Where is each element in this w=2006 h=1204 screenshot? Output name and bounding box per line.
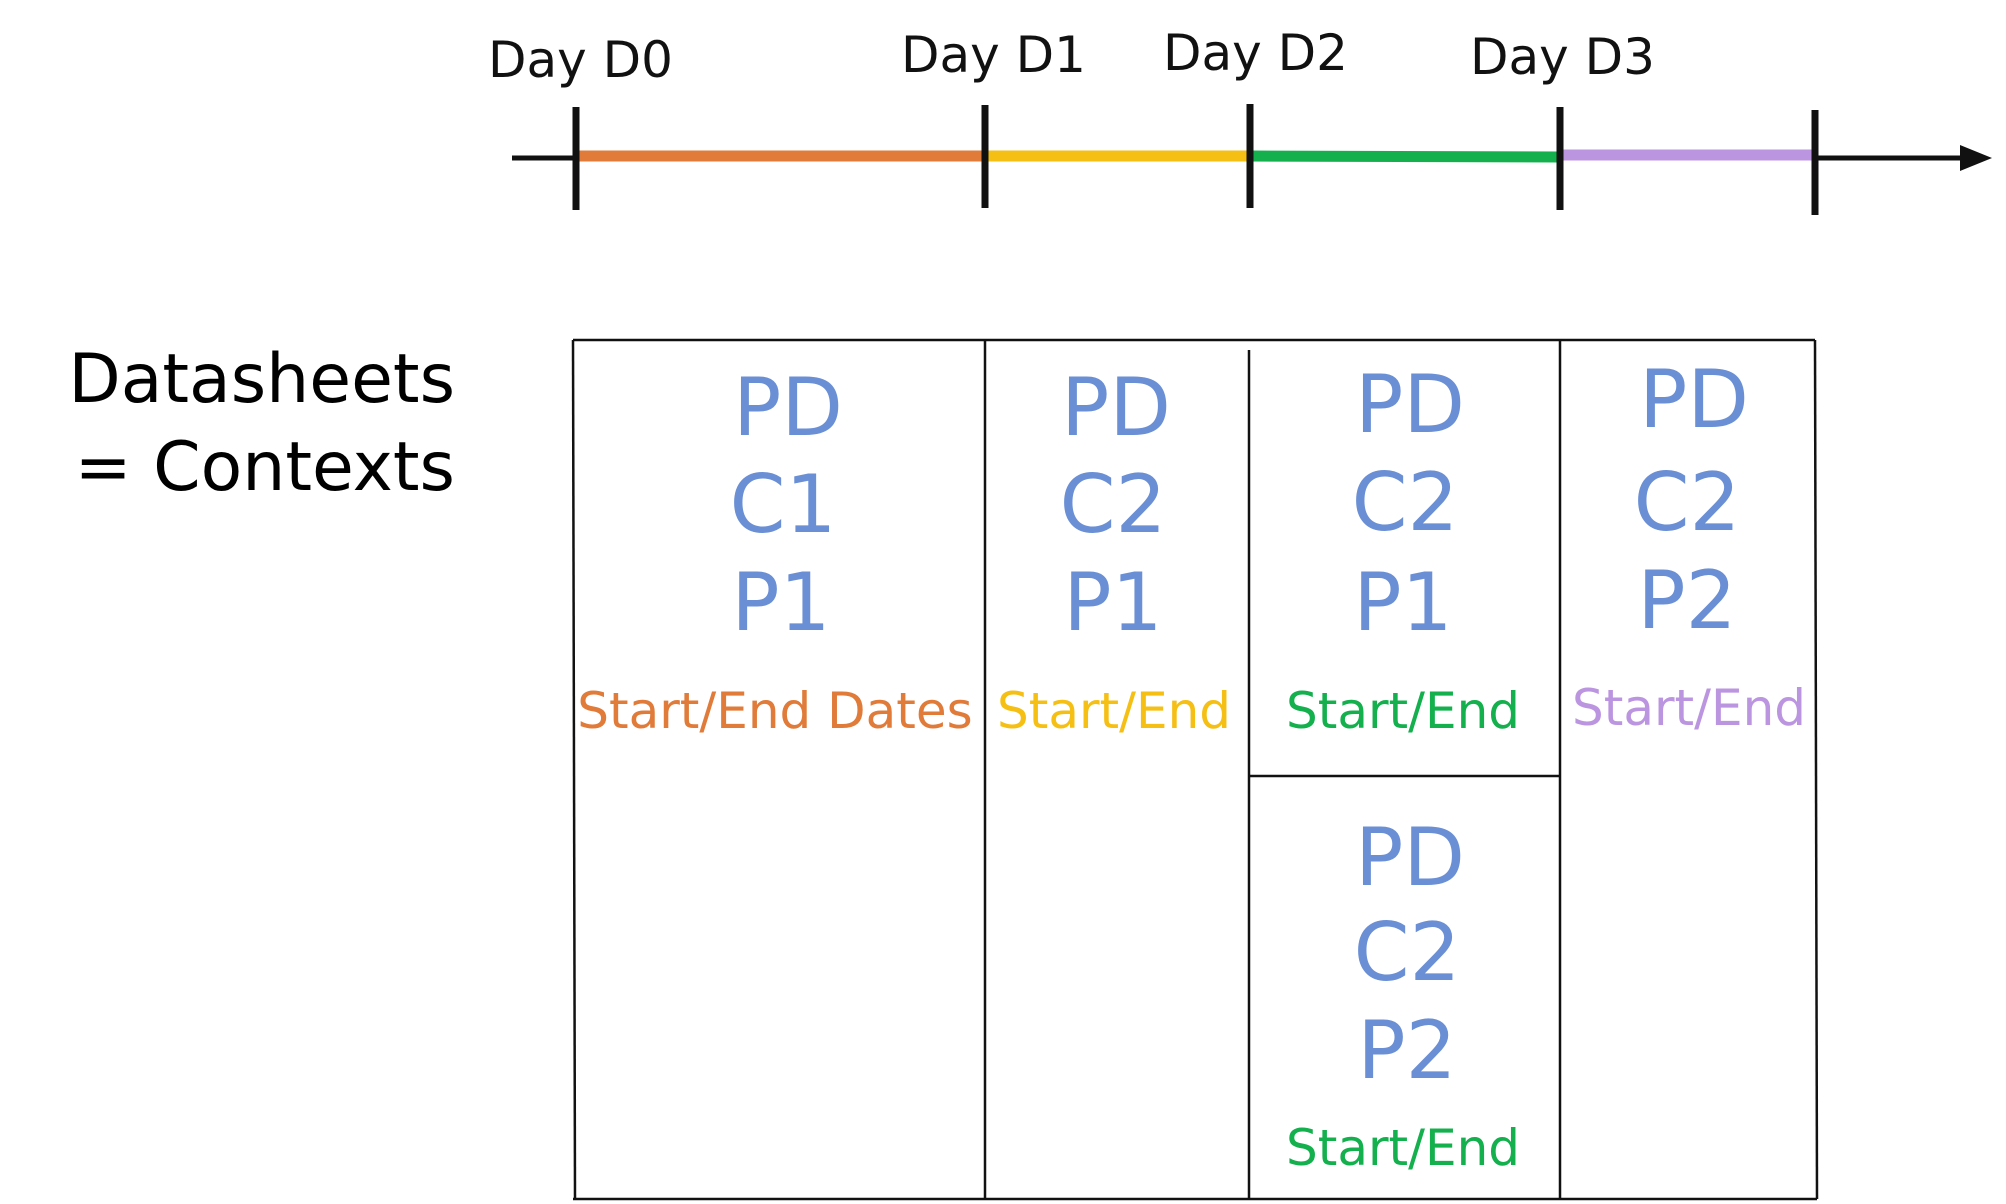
- context-2-line2: C2: [1352, 456, 1459, 549]
- context-4-line1: PD: [1639, 353, 1749, 446]
- side-label-line2: = Contexts: [75, 428, 455, 507]
- grid-right-border: [1813, 339, 1819, 1200]
- context-1-line2: C2: [1060, 458, 1167, 551]
- context-2-line3: P1: [1353, 556, 1452, 649]
- context-cell-2: PD C2 P1 Start/End: [1286, 358, 1520, 740]
- timeline: Day D0 Day D1 Day D2 Day D3: [488, 24, 1992, 215]
- context-3-line3: P2: [1357, 1004, 1456, 1097]
- day-label-d0: Day D0: [488, 31, 673, 89]
- context-4-line2: C2: [1634, 456, 1741, 549]
- day-label-d3: Day D3: [1470, 28, 1655, 86]
- context-3-dates: Start/End: [1286, 1119, 1520, 1177]
- grid-left-border: [571, 339, 577, 1200]
- side-label: Datasheets = Contexts: [68, 340, 455, 507]
- context-cell-4: PD C2 P2 Start/End: [1572, 353, 1806, 737]
- context-grid: [571, 338, 1819, 1201]
- day-label-d2: Day D2: [1163, 24, 1348, 82]
- context-2-dates: Start/End: [1286, 682, 1520, 740]
- context-2-line1: PD: [1355, 358, 1465, 451]
- context-1-dates: Start/End: [997, 682, 1231, 740]
- context-0-dates: Start/End Dates: [577, 682, 972, 740]
- context-0-line2: C1: [730, 458, 837, 551]
- context-cell-1: PD C2 P1 Start/End: [997, 361, 1231, 740]
- timeline-segment-2: [1249, 150, 1561, 163]
- context-cell-3: PD C2 P2 Start/End: [1286, 811, 1520, 1177]
- context-1-line1: PD: [1061, 361, 1171, 454]
- context-1-line3: P1: [1063, 556, 1162, 649]
- context-cell-0: PD C1 P1 Start/End Dates: [577, 361, 972, 740]
- context-4-dates: Start/End: [1572, 679, 1806, 737]
- context-3-line2: C2: [1354, 906, 1461, 999]
- side-label-line1: Datasheets: [68, 340, 455, 419]
- day-label-d1: Day D1: [901, 26, 1086, 84]
- context-0-line1: PD: [733, 361, 843, 454]
- context-0-line3: P1: [731, 556, 830, 649]
- context-3-line1: PD: [1355, 811, 1465, 904]
- timeline-arrowhead: [1960, 145, 1992, 171]
- context-4-line3: P2: [1637, 554, 1736, 647]
